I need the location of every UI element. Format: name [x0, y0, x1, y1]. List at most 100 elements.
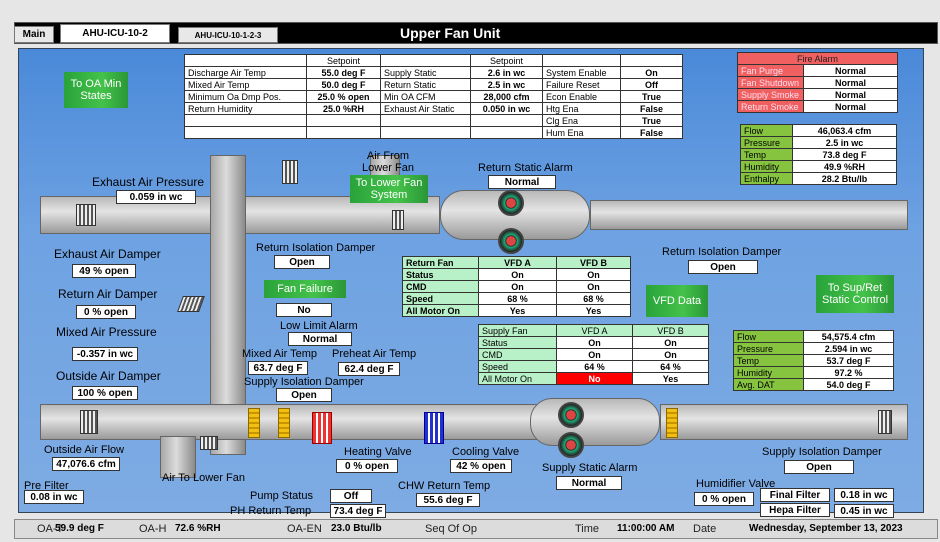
fan-vfd-a-value: No: [556, 372, 633, 385]
setpoint-value: 55.0 deg F: [306, 66, 381, 79]
oa-flow-label: Outside Air Flow: [44, 444, 125, 456]
fan-vfd-b-value: Yes: [632, 372, 709, 385]
fire-alarm-value: Normal: [803, 100, 898, 113]
system-flag-value: True: [620, 90, 683, 103]
oaen-label: OA-EN: [287, 523, 322, 535]
final-filter-value: 0.18 in wc: [834, 488, 894, 502]
stat-value: 2.594 in wc: [803, 342, 894, 355]
ph-return-value: 73.4 deg F: [330, 504, 386, 518]
setpoint-name: [184, 114, 307, 127]
system-flag-value: False: [620, 102, 683, 115]
lower-damper-icon: [200, 436, 218, 450]
vfd-data-button[interactable]: VFD Data: [646, 285, 708, 317]
sub-unit-tab[interactable]: AHU-ICU-10-1-2-3: [178, 27, 278, 43]
lower-fan-system-button[interactable]: To Lower Fan System: [350, 175, 428, 203]
exhaust-pressure-label: Exhaust Air Pressure: [92, 175, 205, 189]
fan-vfd-b-value: On: [556, 280, 631, 293]
supply-duct-left: [40, 404, 560, 440]
mixed-temp-label: Mixed Air Temp: [242, 348, 317, 360]
oaen-value: 23.0 Btu/lb: [331, 523, 382, 534]
fire-alarm-name: Supply Smoke: [737, 88, 804, 101]
return-damper-label: Return Air Damper: [58, 287, 158, 301]
fan-vfd-b-value: On: [632, 336, 709, 349]
oah-value: 72.6 %RH: [175, 523, 221, 534]
fire-alarm-name: Return Smoke: [737, 100, 804, 113]
supply-iso-right-label: Supply Isolation Damper: [762, 446, 882, 458]
system-flag-name: System Enable: [542, 66, 621, 79]
fan-vfd-a-value: On: [478, 268, 557, 281]
fan-vfd-a-value: 68 %: [478, 292, 557, 305]
setpoint-value: [470, 126, 543, 139]
air-to-lower-duct: [160, 436, 196, 478]
fan-param-name: CMD: [478, 348, 557, 361]
system-flag-value: False: [620, 126, 683, 139]
setpoint-name: [380, 126, 471, 139]
mixed-temp-value: 63.7 deg F: [248, 361, 308, 375]
setpoint-name: Min OA CFM: [380, 90, 471, 103]
return-fan-b-icon: [498, 228, 524, 254]
setpoint-value: 50.0 deg F: [306, 78, 381, 91]
fan-vfd-b-value: On: [556, 268, 631, 281]
system-flag-name: Failure Reset: [542, 78, 621, 91]
setpoint-value: 28,000 cfm: [470, 90, 543, 103]
exhaust-pressure-value: 0.059 in wc: [116, 190, 196, 204]
fire-alarm-value: Normal: [803, 76, 898, 89]
return-damper-value: 0 % open: [76, 305, 136, 319]
setpoint-name: Discharge Air Temp: [184, 66, 307, 79]
cooling-valve-value: 42 % open: [450, 459, 512, 473]
exhaust-damper-icon: [76, 204, 96, 226]
stat-value: 53.7 deg F: [803, 354, 894, 367]
setpoint-name: [184, 126, 307, 139]
stat-value: 54.0 deg F: [803, 378, 894, 391]
seq-of-op-link[interactable]: Seq Of Op: [425, 523, 477, 535]
fan-param-name: All Motor On: [478, 372, 557, 385]
filter-icon: [278, 408, 290, 438]
return-iso-damper-icon: [392, 210, 404, 230]
stat-value: 97.2 %: [803, 366, 894, 379]
stat-name: Pressure: [740, 136, 793, 149]
setpoint-name: Supply Static: [380, 66, 471, 79]
stat-name: Humidity: [740, 160, 793, 173]
fan-vfd-b-value: 68 %: [556, 292, 631, 305]
sup-ret-static-button[interactable]: To Sup/Ret Static Control: [816, 275, 894, 313]
setpoint-name: Mixed Air Temp: [184, 78, 307, 91]
time-label: Time: [575, 523, 600, 535]
stat-name: Avg. DAT: [733, 378, 804, 391]
setpoint-value: [306, 114, 381, 127]
fan-param-name: CMD: [402, 280, 479, 293]
humidifier-valve-value: 0 % open: [694, 492, 754, 506]
fan-vfd-b-value: 64 %: [632, 360, 709, 373]
time-value: 11:00:00 AM: [617, 523, 675, 534]
date-label: Date: [693, 523, 717, 535]
system-flag-name: Htg Ena: [542, 102, 621, 115]
oa-flow-value: 47,076.6 cfm: [52, 457, 120, 471]
setpoint-value: [470, 114, 543, 127]
setpoint-value: 2.5 in wc: [470, 78, 543, 91]
upper-damper-icon: [282, 160, 298, 184]
setpoint-value: [306, 126, 381, 139]
main-button[interactable]: Main: [14, 26, 54, 43]
fan-vfd-a-value: On: [556, 348, 633, 361]
air-from-lower-label: Air From Lower Fan: [362, 150, 414, 174]
pre-filter-icon: [248, 408, 260, 438]
stat-value: 54,575.4 cfm: [803, 330, 894, 343]
oat-label: OA-T: [37, 523, 64, 535]
setpoint-value: 25.0 % open: [306, 90, 381, 103]
setpoint-name: [380, 114, 471, 127]
supply-iso-right-value: Open: [784, 460, 854, 474]
stat-name: Pressure: [733, 342, 804, 355]
oa-min-states-button[interactable]: To OA Min States: [64, 72, 128, 108]
unit-id-tab[interactable]: AHU-ICU-10-2: [60, 24, 170, 43]
humidifier-valve-label: Humidifier Valve: [696, 478, 776, 490]
